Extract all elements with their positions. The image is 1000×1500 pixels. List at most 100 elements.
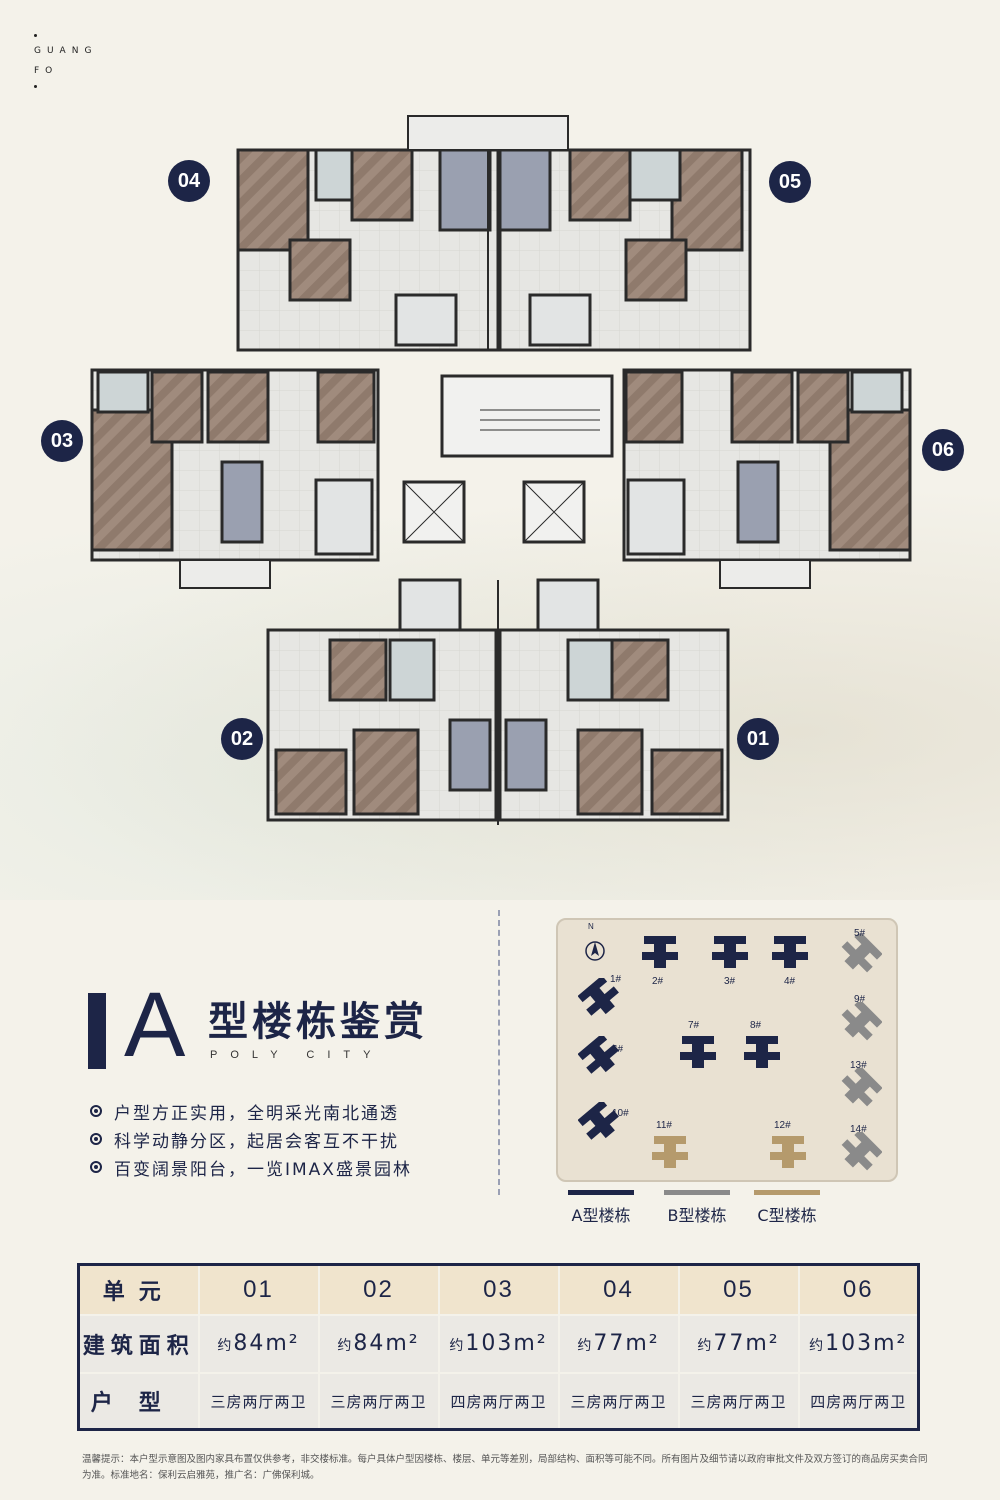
- north-compass-icon: [585, 941, 605, 961]
- unit-cell: 02: [317, 1263, 440, 1316]
- building-marker: [772, 936, 808, 968]
- unit-cell: 04: [557, 1263, 680, 1316]
- unit-06-plan: [622, 368, 912, 589]
- legend-label: B型楼栋: [667, 1206, 727, 1225]
- unit-02-plan: [266, 578, 498, 822]
- area-cell: 约103m²: [437, 1313, 560, 1375]
- brand-line-2: FO: [34, 66, 59, 76]
- legend-item-b: B型楼栋: [662, 1190, 732, 1226]
- type-cell: 三房两厅两卫: [677, 1372, 800, 1431]
- approx-label: 约: [697, 1338, 712, 1355]
- unit-badge-03: 03: [41, 420, 83, 462]
- building-label: 1#: [610, 974, 622, 985]
- table-row-type: 户型 三房两厅两卫 三房两厅两卫 四房两厅两卫 三房两厅两卫 三房两厅两卫 四房…: [77, 1372, 920, 1431]
- row-header-type: 户型: [77, 1372, 200, 1431]
- feature-text: 百变阔景阳台，一览IMAX盛景园林: [114, 1159, 412, 1180]
- building-marker: [712, 936, 748, 968]
- dashed-divider: [498, 910, 500, 1195]
- legend-swatch: [664, 1190, 730, 1195]
- approx-label: 约: [337, 1338, 352, 1355]
- type-cell: 三房两厅两卫: [197, 1372, 320, 1431]
- area-value: 77m²: [593, 1331, 660, 1357]
- brand-dot-bottom: [34, 85, 37, 88]
- corner-brand: GUANG FO: [34, 30, 97, 92]
- legend-item-a: A型楼栋: [566, 1190, 636, 1226]
- title-block: A 型楼栋鉴赏 POLY CITY: [88, 979, 488, 1075]
- unit-03-plan: [90, 368, 380, 589]
- building-label: 6#: [612, 1044, 624, 1055]
- legend-swatch: [568, 1190, 634, 1195]
- legend-label: C型楼栋: [757, 1206, 817, 1225]
- disclaimer-text: 温馨提示：本户型示意图及图内家具布置仅供参考，非交楼标准。每户具体户型因楼栋、楼…: [82, 1454, 928, 1481]
- building-label: 2#: [652, 976, 664, 987]
- area-cell: 约84m²: [197, 1313, 320, 1375]
- building-marker: [744, 1036, 780, 1068]
- unit-badge-05: 05: [769, 161, 811, 203]
- area-cell: 约77m²: [557, 1313, 680, 1375]
- area-value: 103m²: [825, 1331, 908, 1357]
- feature-text: 科学动静分区，起居会客互不干扰: [114, 1131, 399, 1152]
- unit-cell: 03: [437, 1263, 560, 1316]
- unit-badge-04: 04: [168, 160, 210, 202]
- unit-cell: 05: [677, 1263, 800, 1316]
- building-marker: [578, 1036, 619, 1074]
- unit-badge-06: 06: [922, 429, 964, 471]
- building-marker: [770, 1136, 806, 1168]
- feature-item: 户型方正实用，全明采光南北通透: [90, 1097, 490, 1125]
- table-row-area: 建筑面积 约84m² 约84m² 约103m² 约77m² 约77m² 约103…: [77, 1313, 920, 1375]
- building-label: 14#: [850, 1124, 867, 1135]
- unit-cell: 06: [797, 1263, 920, 1316]
- feature-item: 百变阔景阳台，一览IMAX盛景园林: [90, 1153, 490, 1181]
- type-cell: 三房两厅两卫: [557, 1372, 680, 1431]
- building-marker: [680, 1036, 716, 1068]
- building-marker: [841, 934, 882, 973]
- building-marker: [841, 1132, 882, 1171]
- area-value: 103m²: [465, 1331, 548, 1357]
- brand-dot-top: [34, 34, 37, 37]
- area-value: 77m²: [713, 1331, 780, 1357]
- row-header-area: 建筑面积: [77, 1313, 200, 1375]
- building-marker: [652, 1136, 688, 1168]
- area-cell: 约77m²: [677, 1313, 800, 1375]
- building-label: 9#: [854, 994, 866, 1005]
- legend-swatch: [754, 1190, 820, 1195]
- approx-label: 约: [217, 1338, 232, 1355]
- unit-spec-table: 单元 01 02 03 04 05 06 建筑面积 约84m² 约84m² 约1…: [77, 1263, 920, 1431]
- bullet-icon: [90, 1161, 102, 1173]
- building-marker: [841, 1068, 882, 1107]
- building-label: 5#: [854, 928, 866, 939]
- table-row-unit: 单元 01 02 03 04 05 06: [77, 1263, 920, 1316]
- building-label: 12#: [774, 1120, 791, 1131]
- approx-label: 约: [449, 1338, 464, 1355]
- bullet-icon: [90, 1133, 102, 1145]
- title-letter: A: [124, 974, 186, 1076]
- building-label: 10#: [612, 1108, 629, 1119]
- feature-list: 户型方正实用，全明采光南北通透 科学动静分区，起居会客互不干扰 百变阔景阳台，一…: [90, 1097, 490, 1181]
- area-value: 84m²: [353, 1331, 420, 1357]
- building-legend: A型楼栋 B型楼栋 C型楼栋: [566, 1190, 866, 1230]
- building-label: 3#: [724, 976, 736, 987]
- area-value: 84m²: [233, 1331, 300, 1357]
- building-label: 13#: [850, 1060, 867, 1071]
- unit-badge-02: 02: [221, 718, 263, 760]
- type-cell: 四房两厅两卫: [797, 1372, 920, 1431]
- area-cell: 约103m²: [797, 1313, 920, 1375]
- site-map: N 1#2#3#4#5#6#7#8#9#10#11#12#13#14#: [556, 918, 898, 1182]
- building-marker: [578, 978, 619, 1016]
- row-header-unit: 单元: [77, 1263, 200, 1316]
- feature-item: 科学动静分区，起居会客互不干扰: [90, 1125, 490, 1153]
- title-accent-bar: [88, 993, 106, 1069]
- core-stairs-elevators: [402, 374, 614, 544]
- feature-text: 户型方正实用，全明采光南北通透: [114, 1103, 399, 1124]
- floor-plan: 04 05 03 06 02 01: [0, 110, 1000, 840]
- page-subtitle: POLY CITY: [210, 1049, 384, 1061]
- building-marker: [841, 1002, 882, 1041]
- brand-line-1: GUANG: [34, 46, 98, 56]
- building-label: 4#: [784, 976, 796, 987]
- legend-item-c: C型楼栋: [752, 1190, 822, 1226]
- building-marker: [578, 1102, 619, 1140]
- building-marker: [642, 936, 678, 968]
- page-title: 型楼栋鉴赏: [208, 999, 428, 1045]
- building-label: 11#: [656, 1120, 672, 1131]
- approx-label: 约: [809, 1338, 824, 1355]
